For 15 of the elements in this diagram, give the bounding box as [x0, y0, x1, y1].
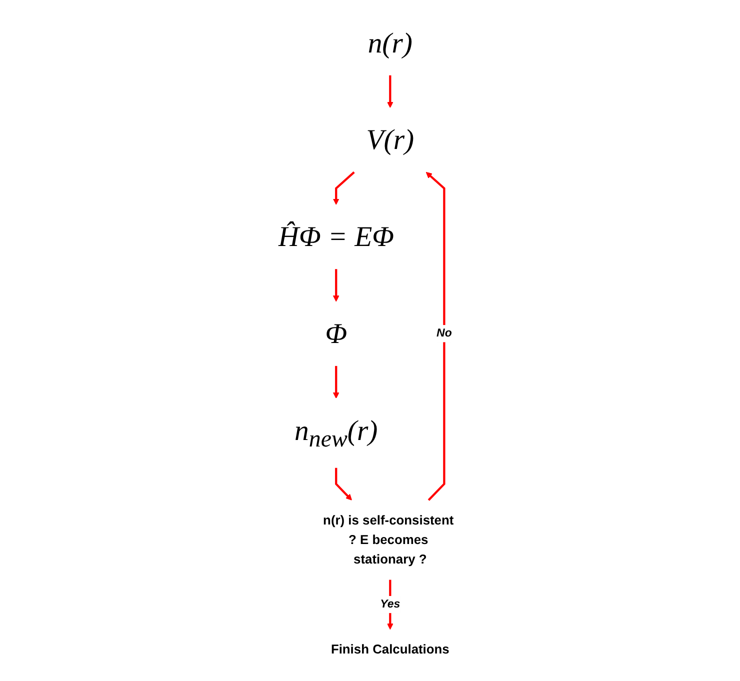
node-text: ĤΦ = EΦ [278, 220, 394, 253]
arrow [426, 172, 446, 501]
arrow [332, 171, 355, 205]
arrow [334, 468, 352, 500]
node-text: V(r) [366, 123, 414, 156]
node-text: n(r) [368, 26, 412, 59]
node-text: Finish Calculations [330, 642, 450, 657]
arrow [332, 269, 340, 302]
edge-label: Yes [380, 598, 400, 610]
node-text: Φ [325, 317, 347, 350]
edge-label: No [436, 327, 452, 340]
node-text: n$_{new}$(r) [294, 414, 378, 452]
arrow [332, 366, 340, 399]
arrow [386, 75, 394, 108]
node-text: n(r) is self-consistent ? E becomes stationary ? [322, 513, 454, 566]
